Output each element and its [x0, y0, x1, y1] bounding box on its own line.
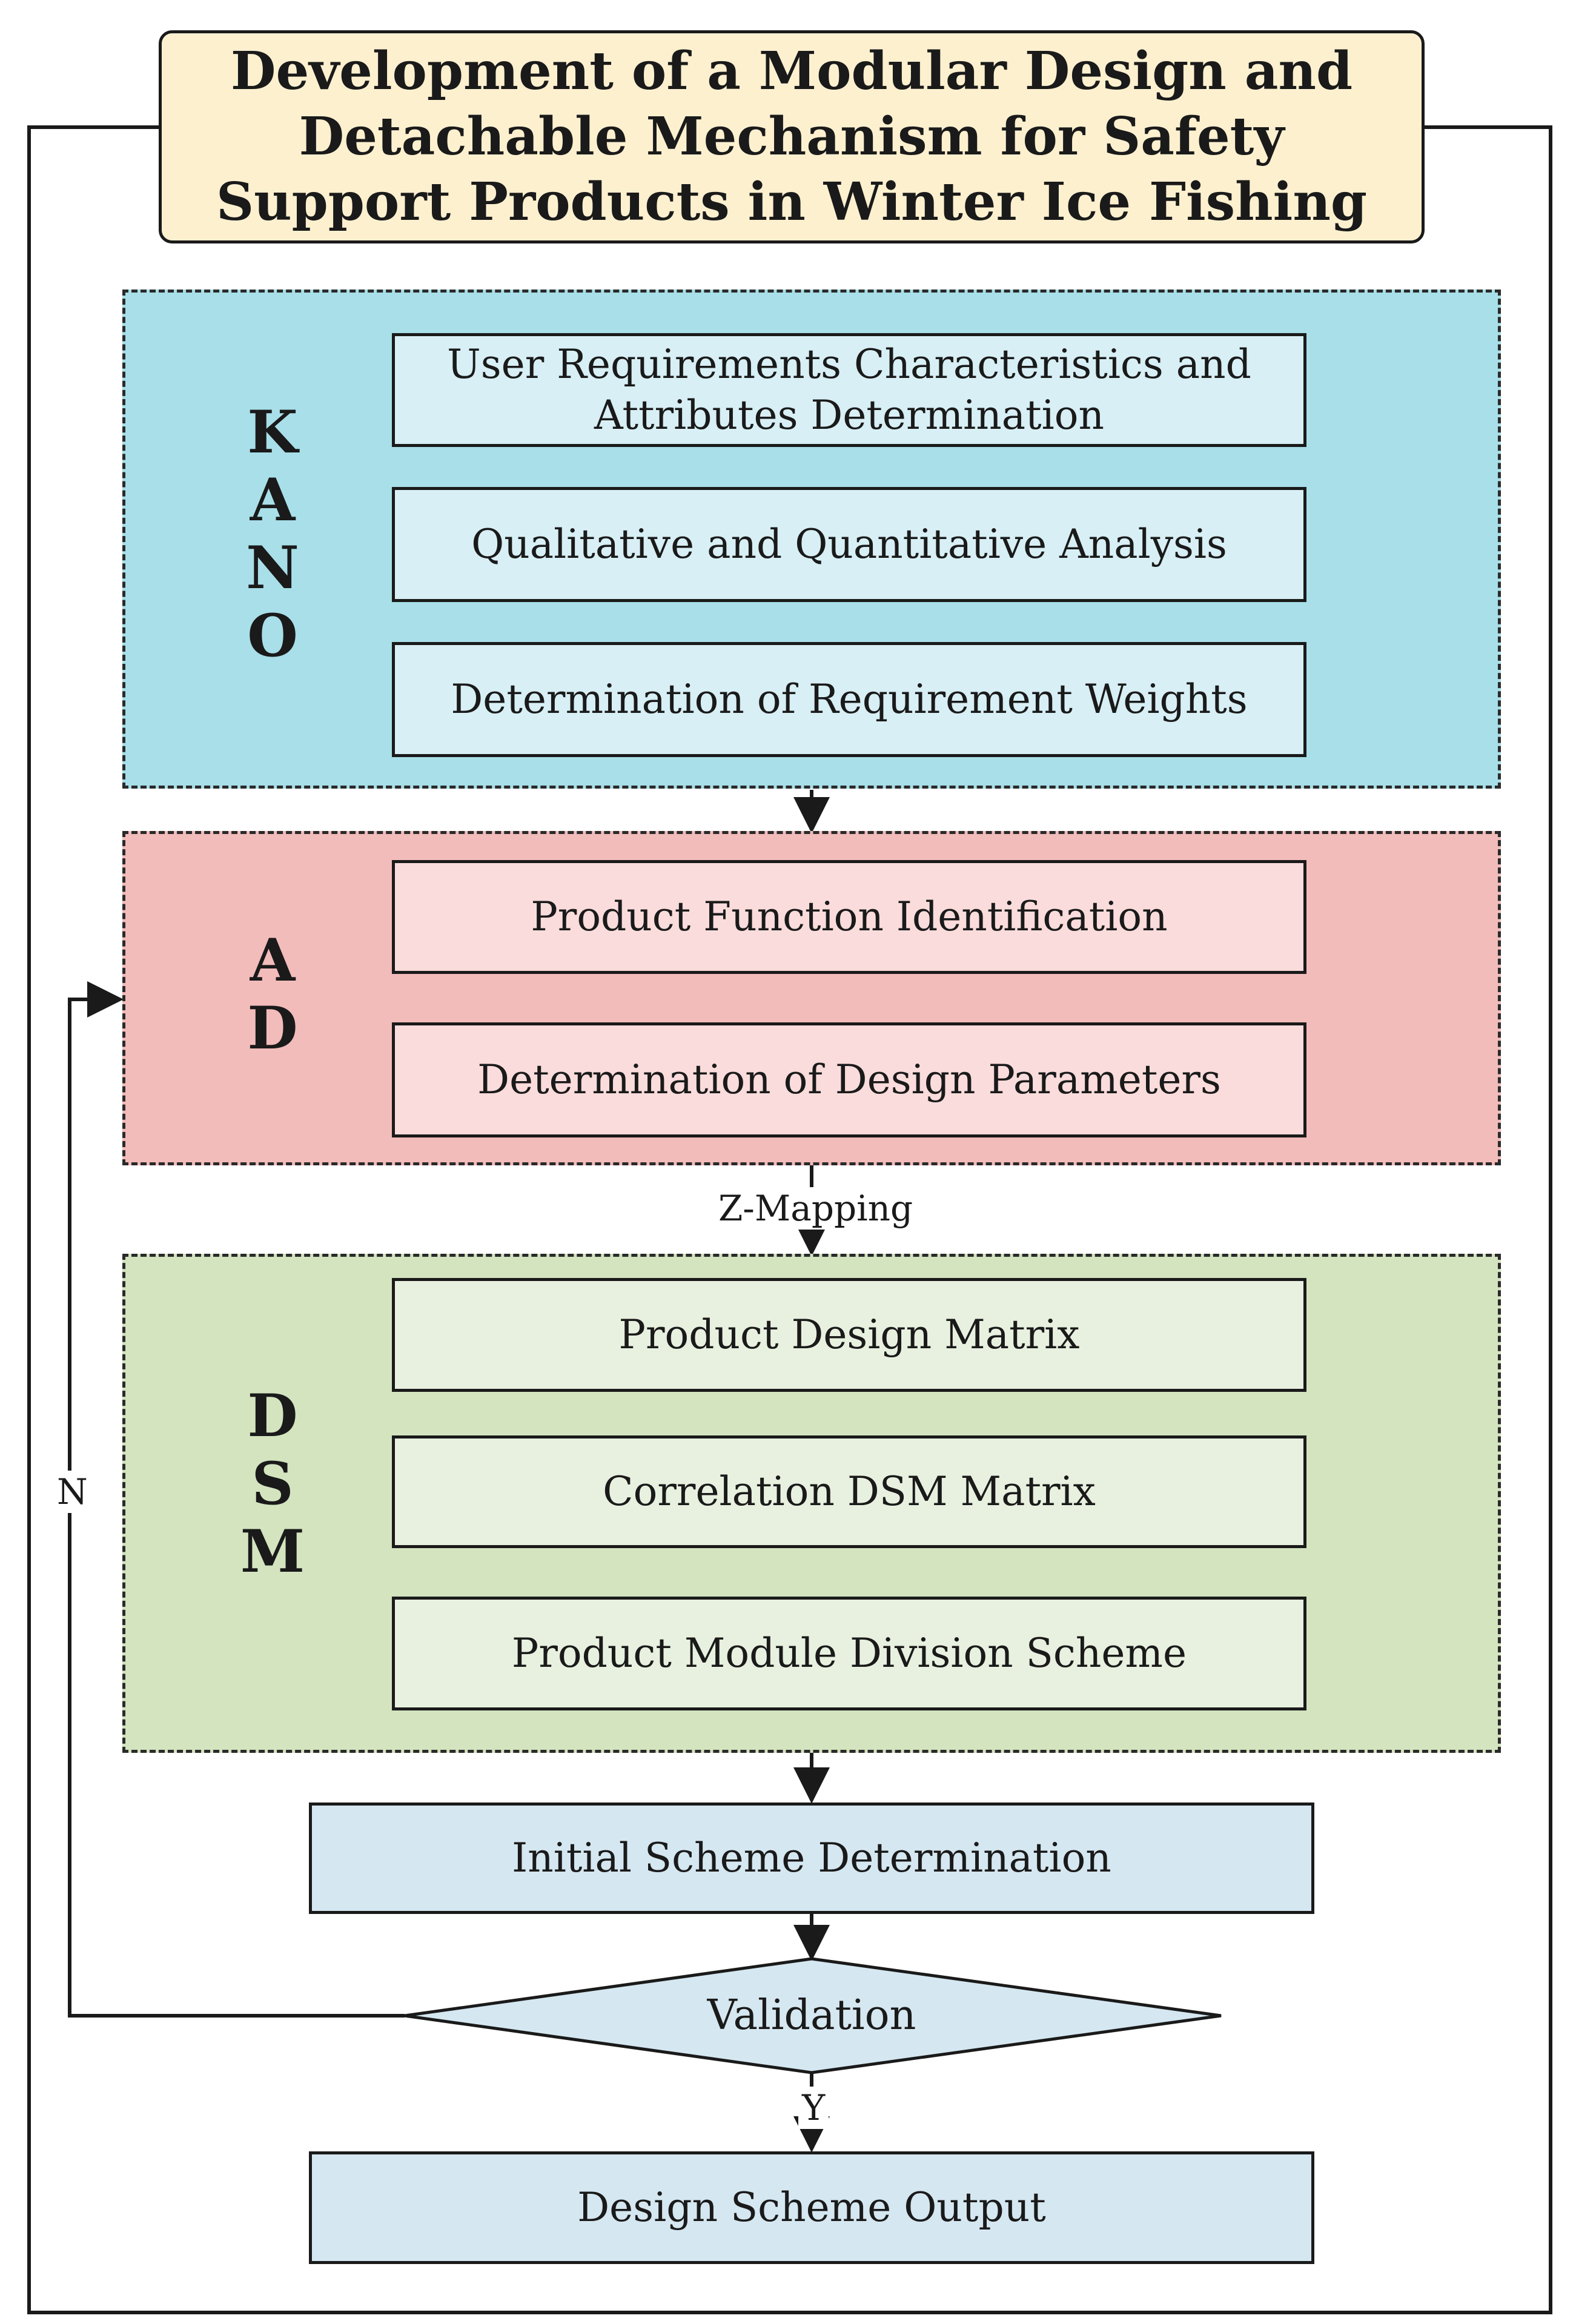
outer-frame-line [27, 125, 1552, 2314]
diagram-title: Development of a Modular Design and Deta… [216, 41, 1368, 233]
step-requirement-weights: Determination of Requirement Weights [392, 642, 1306, 757]
ad-phase-label: A D [233, 927, 312, 1062]
dsm-letter-s: S [251, 1449, 294, 1518]
kano-letter-a: A [250, 466, 296, 534]
z-mapping-label: Z-Mapping [715, 1187, 917, 1230]
step-product-design-matrix: Product Design Matrix [392, 1278, 1306, 1392]
kano-letter-o: O [247, 601, 298, 670]
dsm-letter-d: D [247, 1382, 298, 1450]
output-box: Design Scheme Output [309, 2151, 1314, 2264]
kano-phase-label: K A N O [233, 399, 312, 670]
step-qualitative-quantitative: Qualitative and Quantitative Analysis [392, 487, 1306, 602]
step-module-division: Product Module Division Scheme [392, 1597, 1306, 1710]
title-box: Development of a Modular Design and Deta… [159, 30, 1425, 243]
dsm-phase-label: D S M [233, 1382, 312, 1586]
kano-letter-n: N [246, 534, 299, 602]
step-function-identification: Product Function Identification [392, 860, 1306, 974]
ad-letter-a: A [250, 926, 296, 995]
validation-diamond [404, 1957, 1222, 2074]
validation-label: Validation [707, 1991, 916, 2039]
ad-letter-d: D [247, 994, 298, 1062]
step-user-requirements: User Requirements Characteristics and At… [392, 333, 1306, 447]
kano-letter-k: K [247, 398, 298, 466]
step-design-parameters: Determination of Design Parameters [392, 1022, 1306, 1137]
initial-scheme-box: Initial Scheme Determination [309, 1803, 1314, 1914]
dsm-letter-m: M [240, 1517, 305, 1586]
yes-label: Y [798, 2087, 829, 2129]
step-correlation-dsm: Correlation DSM Matrix [392, 1435, 1306, 1548]
no-label: N [53, 1471, 91, 1513]
